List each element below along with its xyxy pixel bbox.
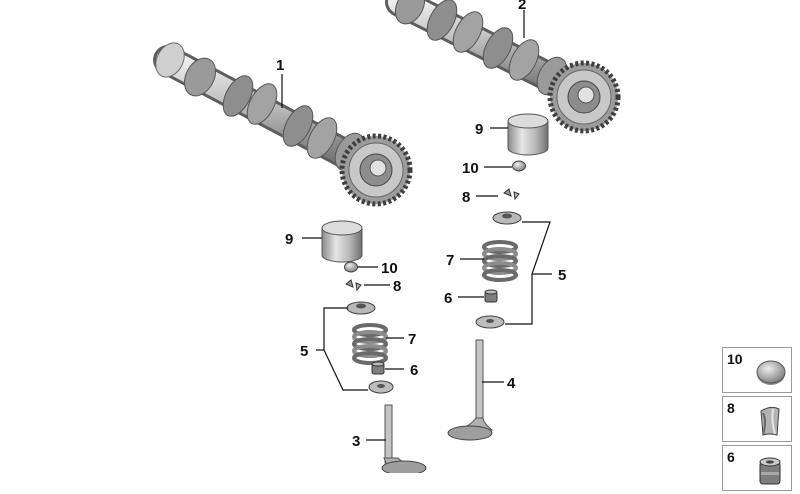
legend-item-shim[interactable]: 10 (722, 347, 792, 393)
legend-item-valve-stem-seal[interactable]: 6 (722, 445, 792, 491)
callout-5-right: 5 (558, 267, 566, 284)
callout-10-right: 10 (462, 160, 479, 177)
valve-collets-right (503, 188, 520, 201)
parts-diagram: 1 2 3 4 5 5 6 6 7 7 8 8 9 9 10 10 10 8 6 (153, 0, 792, 491)
callout-6-right: 6 (444, 290, 452, 307)
callout-6-left: 6 (410, 362, 418, 379)
camshaft-exhaust (385, 0, 621, 134)
callout-1: 1 (276, 57, 284, 74)
callout-5-left: 5 (300, 343, 308, 360)
bucket-tappet-left (321, 220, 363, 263)
legend-number: 8 (727, 400, 735, 416)
spring-retainer-right (492, 211, 522, 225)
callout-9-left: 9 (285, 231, 293, 248)
valve-stem-seal-icon (759, 457, 781, 485)
leader-lines (281, 10, 552, 441)
legend-number: 10 (727, 351, 743, 367)
legend-item-valve-collet[interactable]: 8 (722, 396, 792, 442)
callout-7-right: 7 (446, 252, 454, 269)
shim-right (512, 160, 526, 172)
valve-intake (381, 404, 427, 473)
parts-legend: 10 8 6 (722, 347, 792, 494)
callout-10-left: 10 (381, 260, 398, 277)
exploded-view: 1 2 3 4 5 5 6 6 7 7 8 8 9 9 10 10 (153, 0, 621, 473)
callout-4: 4 (507, 375, 516, 392)
callout-2: 2 (518, 0, 526, 13)
valve-collets-left (345, 279, 362, 292)
spring-retainer-left (346, 301, 376, 315)
callout-9-right: 9 (475, 121, 483, 138)
valve-stem-seal-left (371, 361, 385, 375)
callout-8-left: 8 (393, 278, 401, 295)
legend-number: 6 (727, 449, 735, 465)
callout-3: 3 (352, 433, 360, 450)
valve-spring-left (352, 323, 388, 365)
callout-7-left: 7 (408, 331, 416, 348)
valve-exhaust (447, 339, 494, 441)
valve-stem-seal-right (484, 289, 498, 303)
callout-8-right: 8 (462, 189, 470, 206)
callout-numbers: 1 2 3 4 5 5 6 6 7 7 8 8 9 9 10 10 (276, 0, 566, 450)
valve-spring-right (482, 240, 518, 282)
spring-seat-left (368, 380, 394, 394)
spring-seat-right (475, 315, 505, 329)
bucket-tappet-right (507, 113, 549, 156)
valve-collet-icon (760, 406, 780, 436)
shim-left (344, 261, 358, 273)
shim-icon (756, 360, 786, 385)
camshaft-intake (153, 42, 413, 207)
